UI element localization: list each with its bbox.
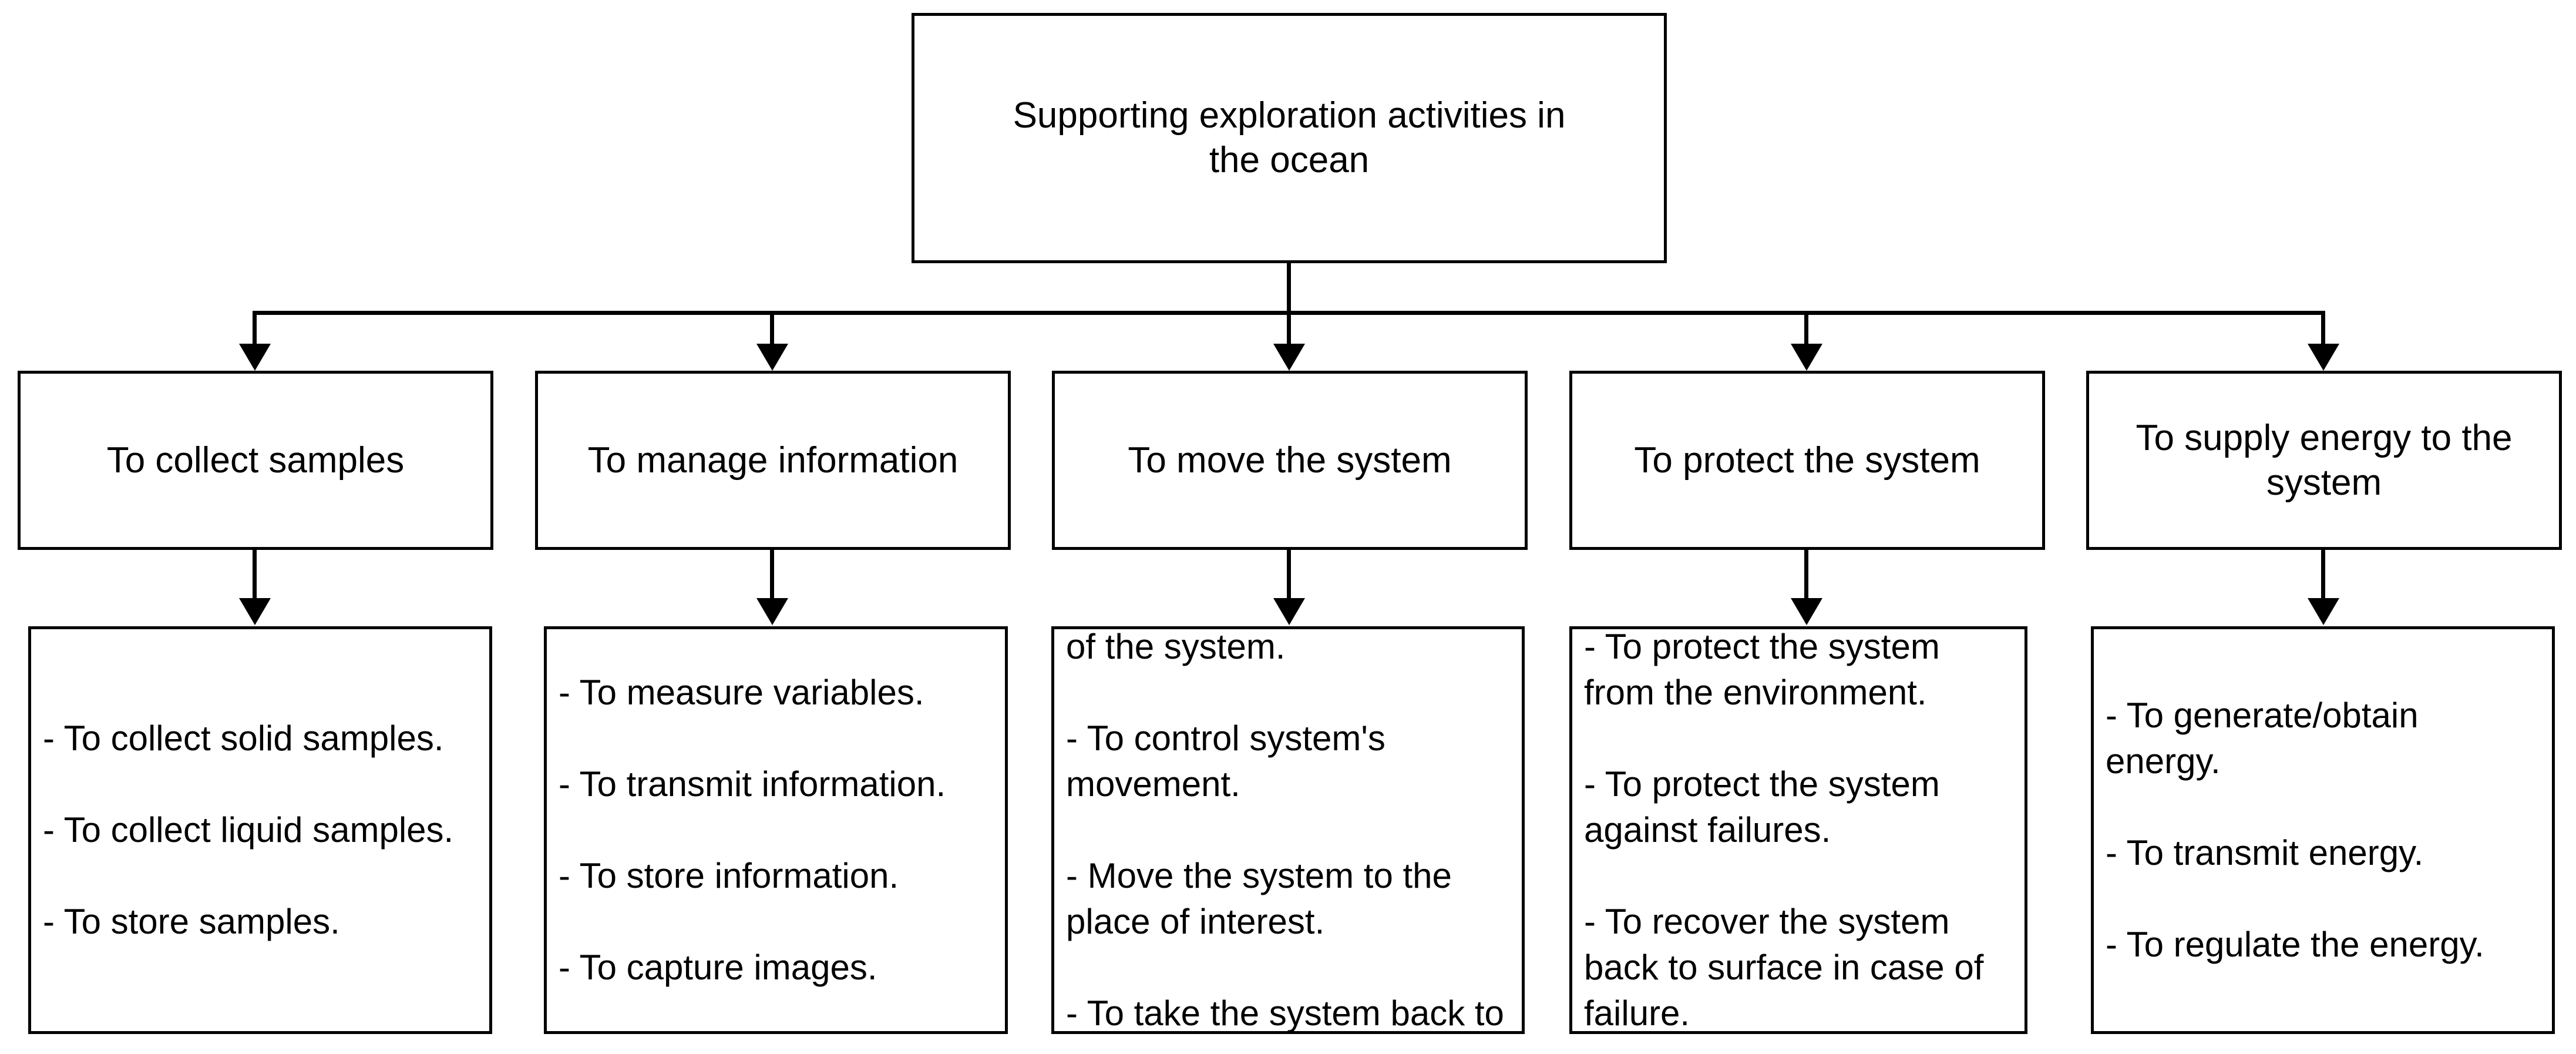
subfunction-list-manage-information-items: - To measure variables. - To transmit in… [547,629,1005,1031]
connector-drop-collect-samples [253,311,257,347]
list-item: - To transmit information. [559,764,946,804]
list-item: - To capture images. [559,948,877,987]
function-node-manage-information-label: To manage information [587,439,959,481]
list-item: - To collect liquid samples. [43,810,454,850]
function-node-move-system-label: To move the system [1128,439,1452,481]
connector-drop-supply-energy [2321,311,2325,347]
subfunction-list-move-system-items: - To determine the position of the syste… [1054,627,1522,1033]
connector-stem-move-system-sub [1287,550,1291,602]
list-item: - To protect the system from the environ… [1584,627,1940,712]
subfunction-list-protect-system[interactable]: - To protect the system from the environ… [1569,626,2027,1034]
function-node-supply-energy-label: To supply energy to the system [2136,417,2513,503]
connector-root-stem [1287,263,1291,313]
arrowhead-supply-energy-sub [2308,598,2339,625]
list-item: - To recover the system back to surface … [1584,902,1984,1033]
connector-stem-supply-energy-sub [2321,550,2325,602]
function-node-protect-system[interactable]: To protect the system [1569,371,2045,550]
arrowhead-manage-information-sub [756,598,788,625]
list-item: - To protect the system against failures… [1584,764,1940,850]
subfunction-list-collect-samples-items: - To collect solid samples. - To collect… [31,670,489,991]
list-item: - To generate/obtain energy. [2106,696,2419,781]
function-node-collect-samples-label: To collect samples [106,439,405,481]
connector-drop-manage-information [770,311,774,347]
subfunction-list-supply-energy[interactable]: - To generate/obtain energy. - To transm… [2091,626,2555,1034]
connector-stem-manage-information-sub [770,550,774,602]
list-item: - To collect solid samples. [43,719,444,758]
arrowhead-collect-samples [239,344,271,371]
arrowhead-collect-samples-sub [239,598,271,625]
list-item: - To regulate the energy. [2106,925,2484,964]
arrowhead-supply-energy [2308,344,2339,371]
arrowhead-move-system-sub [1273,598,1305,625]
list-item: - To measure variables. [559,673,924,712]
list-item: - To store samples. [43,902,340,941]
connector-stem-protect-system-sub [1804,550,1808,602]
list-item: - To transmit energy. [2106,833,2424,872]
connector-drop-protect-system [1804,311,1808,347]
function-node-move-system[interactable]: To move the system [1052,371,1528,550]
list-item: - Move the system to the place of intere… [1066,856,1452,941]
arrowhead-protect-system [1791,344,1822,371]
list-item: - To determine the position of the syste… [1066,627,1286,666]
function-node-protect-system-label: To protect the system [1634,439,1980,481]
arrowhead-manage-information [756,344,788,371]
root-node-label: Supporting exploration activities in the… [1013,95,1566,180]
arrowhead-move-system [1273,344,1305,371]
subfunction-list-manage-information[interactable]: - To measure variables. - To transmit in… [544,626,1008,1034]
root-node-supporting-exploration[interactable]: Supporting exploration activities in the… [912,13,1667,263]
list-item: - To store information. [559,856,899,895]
function-node-collect-samples[interactable]: To collect samples [18,371,493,550]
subfunction-list-collect-samples[interactable]: - To collect solid samples. - To collect… [28,626,492,1034]
subfunction-list-move-system[interactable]: - To determine the position of the syste… [1051,626,1525,1034]
subfunction-list-protect-system-items: - To protect the system from the environ… [1572,627,2025,1033]
connector-drop-move-system [1287,311,1291,347]
list-item: - To take the system back to surface. [1066,993,1504,1033]
connector-stem-collect-samples-sub [253,550,257,602]
function-node-supply-energy[interactable]: To supply energy to the system [2086,371,2562,550]
function-node-manage-information[interactable]: To manage information [535,371,1011,550]
list-item: - To control system's movement. [1066,719,1385,804]
arrowhead-protect-system-sub [1791,598,1822,625]
subfunction-list-supply-energy-items: - To generate/obtain energy. - To transm… [2094,647,2552,1013]
